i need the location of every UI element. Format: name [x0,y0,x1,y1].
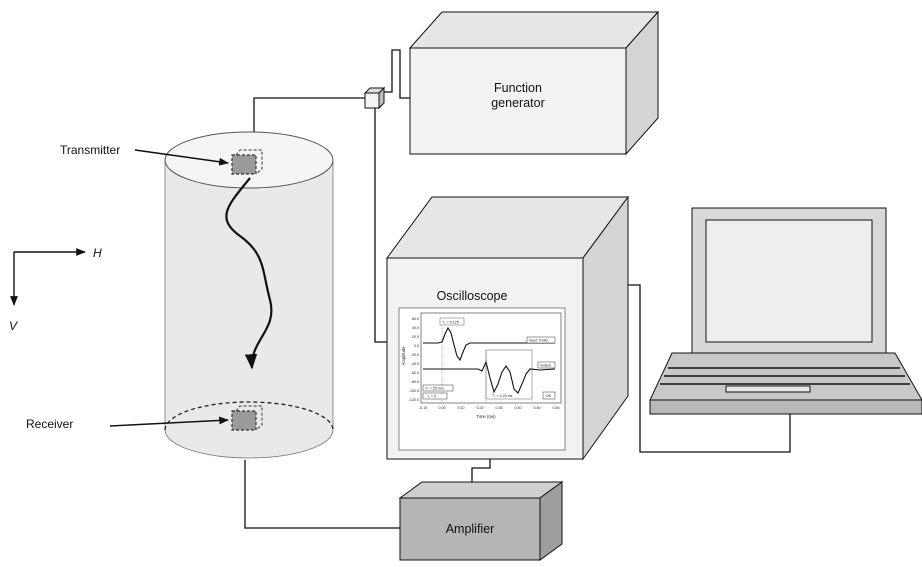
transmitter-label: Transmitter [60,143,120,157]
x-tick: 0.10 [458,406,465,410]
wave-path-arrow [225,177,273,370]
x-tick: -0.10 [419,406,427,410]
y-tick: -20.0 [411,353,419,357]
screen-y-axis-label: Amplitude [401,346,406,366]
receiver-label: Receiver [26,417,73,431]
ok-button-label: OK [546,394,552,398]
y-tick: 40.0 [412,326,419,330]
laptop-icon [649,207,922,415]
axis-h-label: H [93,246,102,260]
connector-junction [363,86,386,110]
x-tick: 0.00 [439,406,446,410]
x-tick: 0.50 [534,406,541,410]
function-generator-box [408,10,660,156]
x-tick: 0.30 [496,406,503,410]
v-annotation: Vₛ = 25 m/s [425,387,444,391]
y-tick: -100.0 [409,389,419,393]
axis-v-label: V [9,319,18,333]
transmitter-pointer [134,149,229,166]
receiver-cable [244,460,400,529]
transmitter-sensor [231,149,263,175]
receiver-sensor [231,405,263,431]
y-tick: -80.0 [411,380,419,384]
output-annotation: Output [540,364,551,368]
oscilloscope-screen: 60.0 40.0 20.0 0.0 -20.0 -40.0 -60.0 -80… [398,307,566,451]
y-tick: -120.0 [409,398,419,402]
x-tick: 0.60 [553,406,560,410]
x-tick: 0.40 [515,406,522,410]
l-annotation: L = 5 [428,395,436,399]
generator-cable [382,49,410,99]
amplifier-label: Amplifier [446,522,495,536]
function-generator-label-1: Function [494,81,542,95]
y-tick: 60.0 [412,317,419,321]
oscilloscope-trigger-cable [374,108,388,343]
amplifier-box [398,481,564,561]
laptop-cable [628,284,791,453]
sample-cylinder [164,131,334,459]
output-trace [423,360,556,394]
screen-x-axis-label: Time (ms) [476,414,496,419]
y-tick: 0.0 [414,344,419,348]
function-generator-label-2: generator [491,96,545,110]
y-tick: 20.0 [412,335,419,339]
axis-arrows [10,248,86,306]
ts-annotation: Tₛ = 0.20 ms [492,394,513,398]
x-tick: 0.20 [477,406,484,410]
y-tick: -60.0 [411,371,419,375]
oscilloscope-label: Oscilloscope [437,289,508,303]
receiver-pointer [109,416,229,427]
t0-annotation: T₀ = 0.125 [442,321,459,325]
input-annotation: Input: 5 kHz [529,339,548,343]
cables [244,49,791,529]
y-tick: -40.0 [411,362,419,366]
